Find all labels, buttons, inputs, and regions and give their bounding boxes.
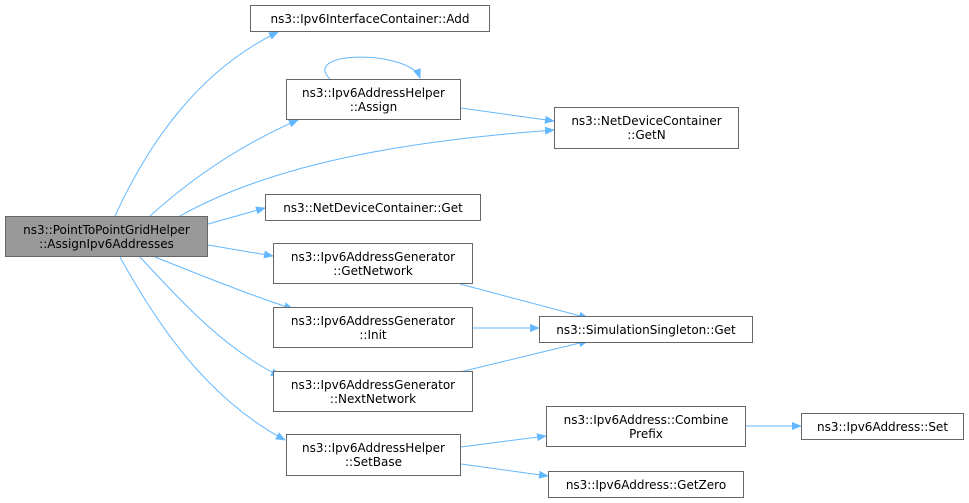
- node-label-line2: ::Assign: [349, 99, 398, 114]
- node-label-line2: ::NextNetwork: [329, 391, 417, 406]
- node-label-line1: ns3::Ipv6AddressGenerator: [290, 249, 456, 264]
- edge-gen_getnetwork-to-sim_get: [459, 283, 589, 320]
- node-label-line2: ::SetBase: [344, 455, 402, 469]
- node-label-line1: ns3::Ipv6Address::Combine: [563, 412, 729, 427]
- node-label-line1: ns3::NetDeviceContainer: [571, 114, 722, 128]
- node-ipv6-address-helper-assign[interactable]: ns3::Ipv6AddressHelper ::Assign: [286, 79, 461, 120]
- edge-root-to-ndc_getn: [179, 126, 555, 217]
- node-ipv6-address-helper-setbase[interactable]: ns3::Ipv6AddressHelper ::SetBase: [286, 434, 461, 476]
- edge-root-to-gen_getnetwork: [207, 244, 274, 259]
- node-net-device-container-get[interactable]: ns3::NetDeviceContainer::Get: [265, 194, 481, 221]
- node-ipv6-address-generator-nextnetwork[interactable]: ns3::Ipv6AddressGenerator ::NextNetwork: [273, 371, 473, 412]
- node-label: ns3::Ipv6Address::Set: [816, 419, 949, 434]
- node-label-line1: ns3::Ipv6AddressGenerator: [290, 313, 456, 328]
- edge-root-to-helper_assign: [149, 119, 299, 217]
- node-label-line2: ::GetN: [627, 128, 666, 142]
- node-label-line2: Prefix: [629, 426, 663, 441]
- node-ipv6-address-generator-init[interactable]: ns3::Ipv6AddressGenerator ::Init: [273, 307, 473, 348]
- node-net-device-container-getn[interactable]: ns3::NetDeviceContainer ::GetN: [554, 107, 739, 149]
- node-label: ns3::Ipv6InterfaceContainer::Add: [270, 11, 470, 26]
- edge-root-to-ndc_get: [207, 206, 266, 225]
- node-label-line2: ::Init: [359, 327, 387, 342]
- edge-root-to-helper_setbase: [119, 256, 286, 441]
- node-ipv6-interface-container-add[interactable]: ns3::Ipv6InterfaceContainer::Add: [250, 5, 490, 32]
- node-label: ns3::SimulationSingleton::Get: [556, 322, 736, 337]
- node-root-line2: ::AssignIpv6Addresses: [39, 236, 174, 251]
- node-ipv6-address-getzero[interactable]: ns3::Ipv6Address::GetZero: [548, 471, 744, 498]
- node-ipv6-address-combine-prefix[interactable]: ns3::Ipv6Address::Combine Prefix: [546, 406, 746, 447]
- edge-root-to-gen_init: [154, 256, 294, 311]
- node-ipv6-address-generator-getnetwork[interactable]: ns3::Ipv6AddressGenerator ::GetNetwork: [273, 243, 473, 284]
- edge-helper_assign-to-helper_assign: [324, 56, 421, 80]
- node-label-line1: ns3::Ipv6AddressGenerator: [290, 377, 456, 392]
- node-root-line1: ns3::PointToPointGridHelper: [23, 222, 190, 237]
- edge-gen_nextnetwork-to-sim_get: [459, 339, 589, 373]
- node-ipv6-address-set[interactable]: ns3::Ipv6Address::Set: [801, 413, 964, 440]
- node-label-line1: ns3::Ipv6AddressHelper: [302, 85, 445, 100]
- node-label-line1: ns3::Ipv6AddressHelper: [302, 441, 445, 455]
- edge-root-to-gen_nextnetwork: [139, 256, 281, 377]
- node-root: ns3::PointToPointGridHelper ::AssignIpv6…: [5, 216, 208, 257]
- edge-helper_assign-to-ndc_getn: [460, 107, 555, 124]
- edge-root-to-ifc_add: [114, 31, 279, 217]
- node-label: ns3::Ipv6Address::GetZero: [565, 477, 727, 492]
- node-label-line2: ::GetNetwork: [333, 263, 413, 278]
- node-label: ns3::NetDeviceContainer::Get: [283, 200, 463, 215]
- edge-helper_setbase-to-addr_getzero: [460, 463, 549, 479]
- node-simulation-singleton-get[interactable]: ns3::SimulationSingleton::Get: [539, 316, 753, 343]
- edge-helper_setbase-to-addr_combine: [460, 433, 547, 448]
